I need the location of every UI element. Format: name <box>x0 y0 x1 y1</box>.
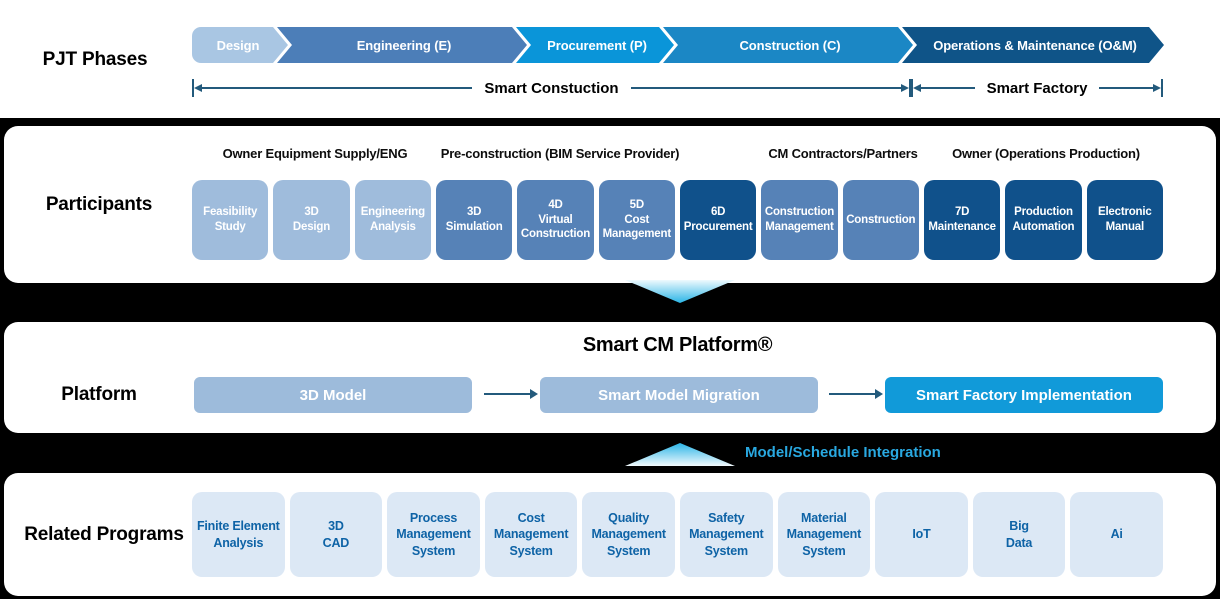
phase-om-label: Operations & Maintenance (O&M) <box>933 37 1137 53</box>
participants-section: Participants Owner Equipment Supply/ENG … <box>4 126 1216 283</box>
dimension-line <box>921 87 975 89</box>
box-3d-cad: 3D CAD <box>289 492 383 577</box>
dimension-line <box>202 87 473 89</box>
phase-design: Design <box>192 27 288 63</box>
smart-construction-span: Smart Constuction <box>192 78 911 98</box>
smart-construction-label: Smart Constuction <box>484 79 619 97</box>
platform-section: Platform Smart CM Platform® 3D Model Sma… <box>4 322 1216 433</box>
group-cm-contractors: CM Contractors/Partners <box>768 146 918 161</box>
phase-span-measures: Smart Constuction Smart Factory <box>192 78 1163 98</box>
group-owner-operations: Owner (Operations Production) <box>952 146 1140 161</box>
pjt-phases-section: PJT Phases Design Engineering (E) Procur… <box>0 0 1220 118</box>
box-engineering-analysis: Engineering Analysis <box>354 180 431 260</box>
box-3d-model: 3D Model <box>194 377 472 413</box>
box-finite-element-analysis: Finite Element Analysis <box>192 492 285 577</box>
phase-construction-label: Construction (C) <box>739 37 841 53</box>
box-feasibility-study: Feasibility Study <box>192 180 269 260</box>
right-arrowhead-icon <box>901 84 909 92</box>
group-owner-equipment: Owner Equipment Supply/ENG <box>222 146 408 161</box>
phase-procurement-label: Procurement (P) <box>547 37 647 53</box>
box-3d-simulation: 3D Simulation <box>435 180 513 260</box>
flow-arrow-icon <box>484 389 538 399</box>
box-quality-management-system: Quality Management System <box>582 492 675 577</box>
box-safety-management-system: Safety Management System <box>679 492 773 577</box>
box-construction: Construction <box>842 180 919 260</box>
smart-factory-label: Smart Factory <box>986 79 1088 97</box>
diagram-body: Participants Owner Equipment Supply/ENG … <box>0 118 1220 599</box>
dimension-line <box>630 87 901 89</box>
phase-design-label: Design <box>216 37 260 53</box>
related-programs-label: Related Programs <box>24 523 184 545</box>
participants-label: Participants <box>45 193 153 215</box>
down-arrow-icon <box>625 280 735 303</box>
related-programs-section: Related Programs Finite Element Analysis… <box>4 473 1216 596</box>
box-process-management-system: Process Management System <box>387 492 480 577</box>
dimension-line <box>1099 87 1153 89</box>
related-programs-box-row: Finite Element Analysis 3D CAD Process M… <box>192 492 1163 577</box>
group-preconstruction: Pre-construction (BIM Service Provider) <box>440 146 680 161</box>
box-ai: Ai <box>1070 492 1163 577</box>
box-cost-management-system: Cost Management System <box>484 492 578 577</box>
phase-procurement: Procurement (P) <box>516 27 674 63</box>
box-material-management-system: Material Management System <box>777 492 871 577</box>
phase-engineering: Engineering (E) <box>277 27 527 63</box>
box-7d-maintenance: 7D Maintenance <box>923 180 1001 260</box>
model-schedule-integration-label: Model/Schedule Integration <box>745 444 941 461</box>
phase-construction: Construction (C) <box>663 27 913 63</box>
box-construction-management: Construction Management <box>761 180 838 260</box>
box-smart-factory-implementation: Smart Factory Implementation <box>885 377 1163 413</box>
phase-chevron-bar: Design Engineering (E) Procurement (P) C… <box>192 27 1164 63</box>
smart-factory-span: Smart Factory <box>911 78 1163 98</box>
dimension-tick <box>192 79 194 97</box>
left-arrowhead-icon <box>194 84 202 92</box>
platform-to-related-gap: Model/Schedule Integration <box>0 433 1220 473</box>
box-smart-model-migration: Smart Model Migration <box>540 377 818 413</box>
box-5d-cost-management: 5D Cost Management <box>598 180 675 260</box>
pjt-phases-label: PJT Phases <box>42 49 148 70</box>
platform-label: Platform <box>61 384 137 405</box>
phase-om: Operations & Maintenance (O&M) <box>902 27 1164 63</box>
flow-arrow-icon <box>829 389 883 399</box>
right-arrowhead-icon <box>1153 84 1161 92</box>
platform-title: Smart CM Platform® <box>582 334 773 356</box>
box-4d-virtual-construction: 4D Virtual Construction <box>517 180 594 260</box>
phase-engineering-label: Engineering (E) <box>356 37 452 53</box>
participants-to-platform-gap <box>0 275 1220 322</box>
box-big-data: Big Data <box>972 492 1066 577</box>
box-iot: IoT <box>875 492 968 577</box>
box-3d-design: 3D Design <box>273 180 350 260</box>
dimension-tick <box>909 79 911 97</box>
dimension-tick <box>911 79 913 97</box>
dimension-tick <box>1161 79 1163 97</box>
up-arrow-icon <box>625 443 735 466</box>
left-arrowhead-icon <box>913 84 921 92</box>
box-production-automation: Production Automation <box>1005 180 1082 260</box>
box-electronic-manual: Electronic Manual <box>1086 180 1163 260</box>
box-6d-procurement: 6D Procurement <box>679 180 757 260</box>
participants-box-row: Feasibility Study 3D Design Engineering … <box>192 180 1163 260</box>
